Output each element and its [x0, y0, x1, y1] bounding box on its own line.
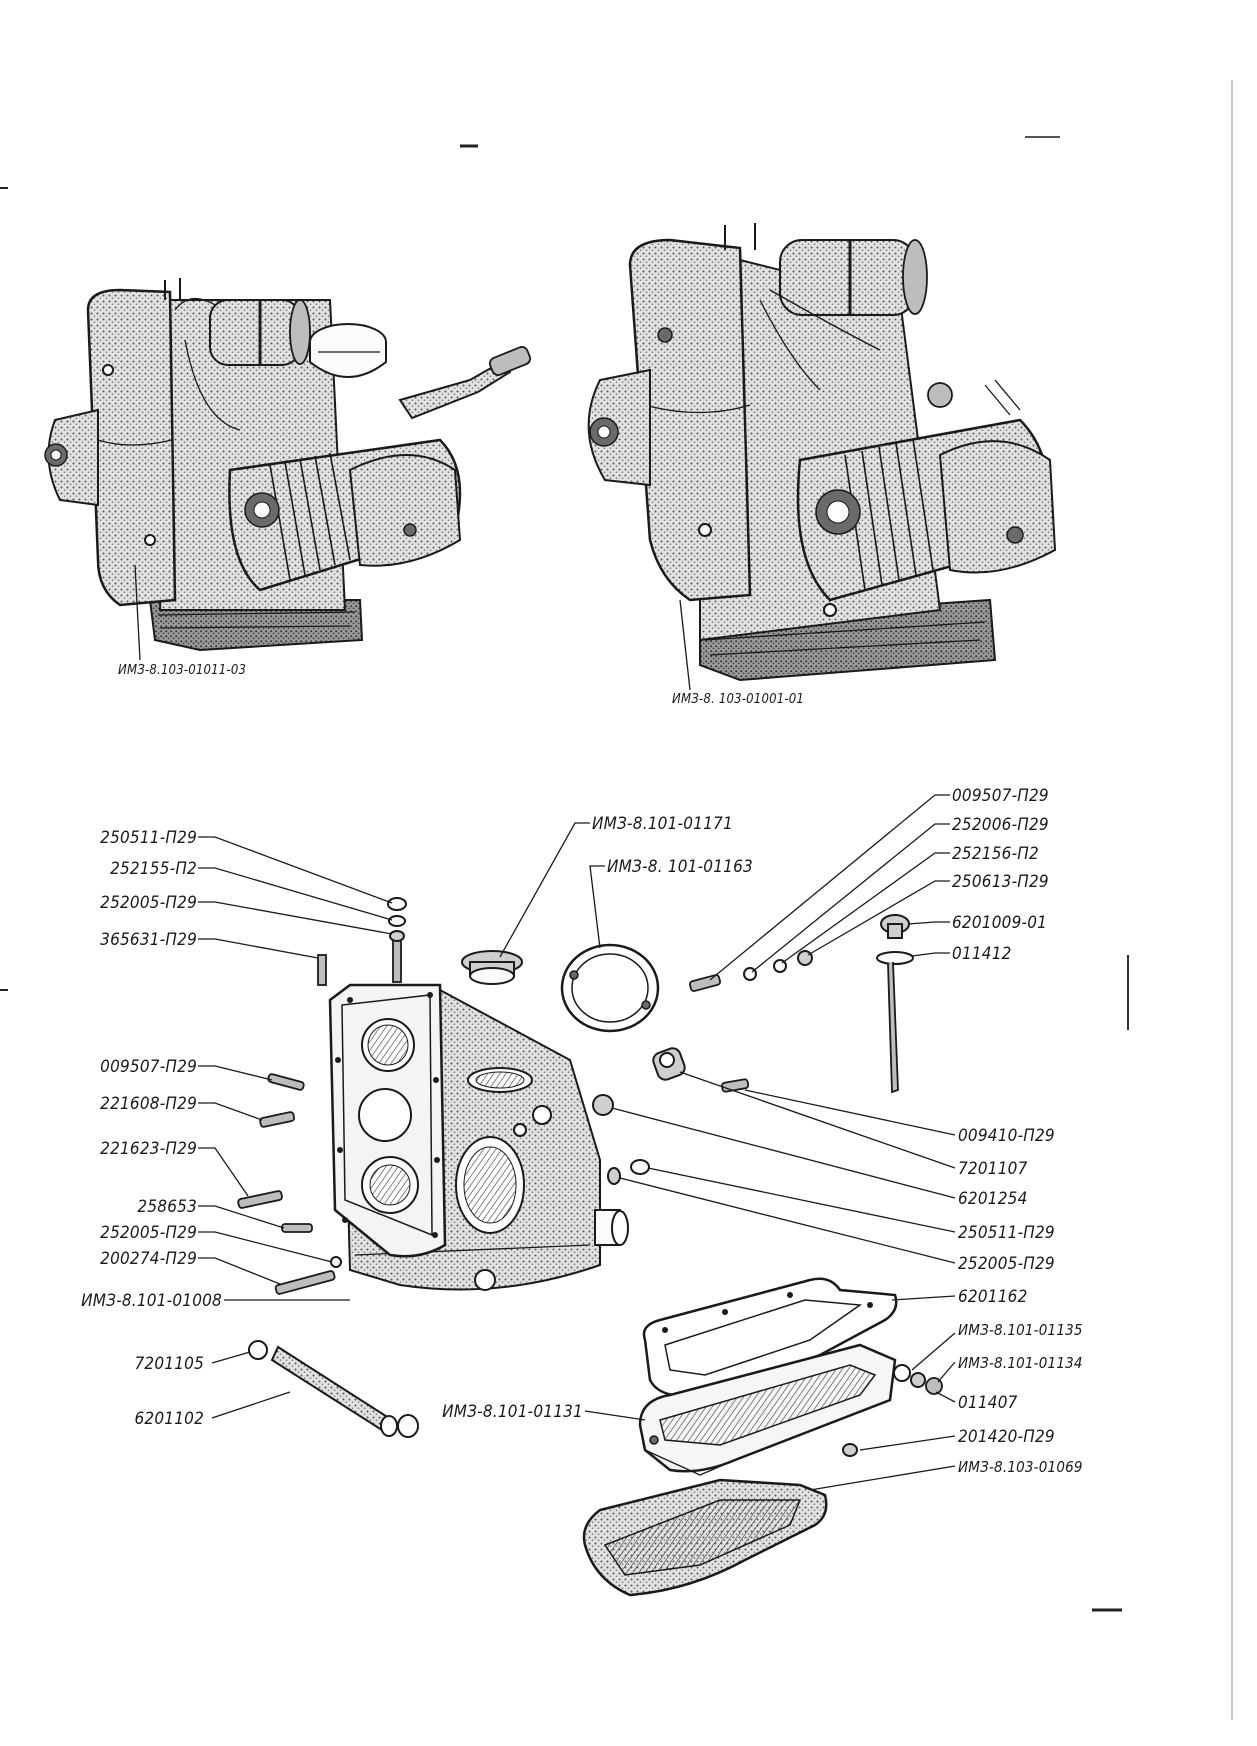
- label-left-7: 221623-П29: [100, 1139, 197, 1159]
- label-left-13: 6201102: [135, 1409, 205, 1429]
- label-right-11: 252005-П29: [958, 1254, 1055, 1274]
- label-right-14: ИМЗ-8.101-01134: [958, 1354, 1083, 1372]
- label-left-1: 250511-П29: [100, 828, 197, 848]
- label-left-3: 252005-П29: [100, 893, 197, 913]
- part-labels-left: 250511-П29 252155-П2 252005-П29 365631-П…: [81, 828, 222, 1429]
- label-right-4: 250613-П29: [952, 872, 1049, 892]
- label-left-5: 009507-П29: [100, 1057, 197, 1077]
- part-labels-right: 009507-П29 252006-П29 252156-П2 250613-П…: [952, 786, 1083, 1476]
- label-left-6: 221608-П29: [100, 1094, 197, 1114]
- label-left-9: 252005-П29: [100, 1223, 197, 1243]
- caption-engine-right: ИМЗ-8. 103-01001-01: [672, 692, 804, 707]
- leader-lines: [198, 794, 956, 1491]
- label-right-16: 201420-П29: [958, 1427, 1055, 1447]
- label-right-5: 6201009-01: [952, 913, 1047, 933]
- label-right-15: 011407: [958, 1393, 1018, 1413]
- label-right-3: 252156-П2: [952, 844, 1039, 864]
- label-top-2: ИМЗ-8. 101-01163: [607, 857, 753, 877]
- label-left-8: 258653: [137, 1197, 197, 1217]
- label-right-13: ИМЗ-8.101-01135: [958, 1321, 1083, 1339]
- label-left-10: 200274-П29: [100, 1249, 197, 1269]
- label-left-12: 7201105: [135, 1354, 205, 1374]
- label-right-7: 009410-П29: [958, 1126, 1055, 1146]
- label-right-10: 250511-П29: [958, 1223, 1055, 1243]
- label-right-8: 7201107: [958, 1159, 1028, 1179]
- label-right-12: 6201162: [958, 1287, 1028, 1307]
- label-right-2: 252006-П29: [952, 815, 1049, 835]
- exploded-parts: [237, 897, 943, 1597]
- label-left-4: 365631-П29: [100, 930, 197, 950]
- engine-illustration-left: ИМЗ-8.103-01011-03: [44, 278, 532, 678]
- caption-engine-left: ИМЗ-8.103-01011-03: [118, 663, 246, 678]
- label-left-11: ИМЗ-8.101-01008: [81, 1291, 222, 1311]
- label-left-2: 252155-П2: [110, 859, 197, 879]
- label-right-6: 011412: [952, 944, 1012, 964]
- engine-illustration-right: ИМЗ-8. 103-01001-01: [587, 223, 1057, 707]
- label-bottom-mid: ИМЗ-8.101-01131: [442, 1402, 583, 1422]
- scan-marks: [0, 80, 1233, 1720]
- part-labels-top: ИМЗ-8.101-01171 ИМЗ-8. 101-01163: [592, 814, 753, 877]
- label-right-1: 009507-П29: [952, 786, 1049, 806]
- label-right-9: 6201254: [958, 1189, 1028, 1209]
- label-top-1: ИМЗ-8.101-01171: [592, 814, 733, 834]
- label-right-17: ИМЗ-8.103-01069: [958, 1458, 1083, 1476]
